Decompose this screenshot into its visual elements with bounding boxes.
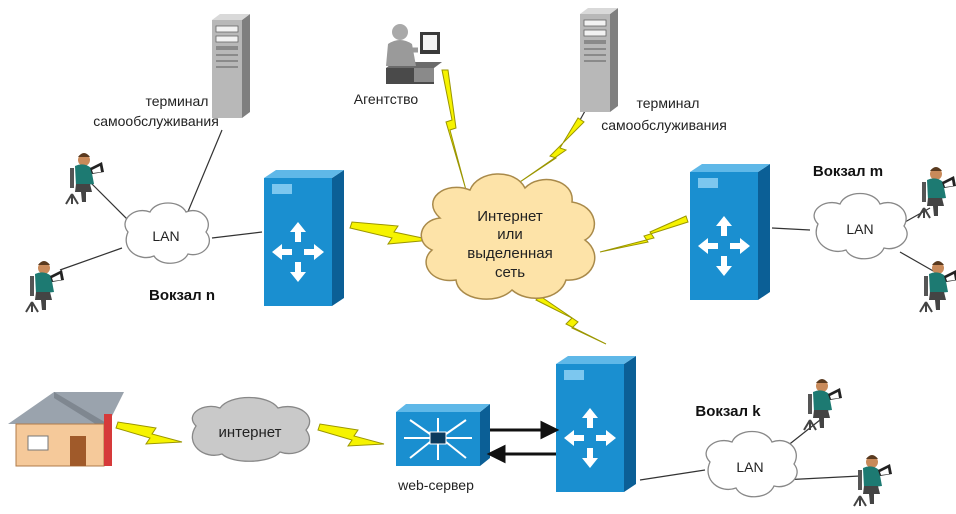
lan-cloud-m: LAN <box>813 192 908 260</box>
agency-label: Агентство <box>354 91 419 107</box>
lightning-icon <box>535 295 607 345</box>
station-n-label: Вокзал n <box>149 287 215 304</box>
user-icon <box>853 454 893 507</box>
web-server-label: web-сервер <box>397 477 474 493</box>
lan-cloud-n: LAN <box>124 202 211 264</box>
house-icon <box>8 392 124 467</box>
lightning-icon <box>441 69 467 191</box>
cloud-label-line4: сеть <box>495 264 525 281</box>
user-icon <box>65 152 105 205</box>
cloud-label-line2: или <box>497 226 523 243</box>
terminal-left-icon <box>211 13 251 119</box>
lan-k-label: LAN <box>736 459 763 475</box>
lightning-links <box>115 69 689 447</box>
terminal-right-label-line1: терминал <box>637 95 700 111</box>
cloud-label-line3: выделенная <box>467 245 552 262</box>
lightning-icon <box>349 221 433 245</box>
lan-m-label: LAN <box>846 221 873 237</box>
lightning-icon <box>317 423 385 447</box>
station-k-label: Вокзал k <box>695 403 761 420</box>
web-server-icon <box>396 404 490 466</box>
cloud-label-line1: Интернет <box>477 208 543 225</box>
user-icon <box>919 260 956 313</box>
terminal-left-label-line1: терминал <box>146 93 209 109</box>
lan-n-label: LAN <box>152 228 179 244</box>
lightning-icon <box>599 215 689 253</box>
lan-cloud-k: LAN <box>705 430 798 498</box>
terminal-right-label-line2: самообслуживания <box>601 117 727 133</box>
router-station-n-icon <box>264 170 344 306</box>
user-icon <box>803 378 843 431</box>
terminal-right-icon <box>579 7 619 113</box>
terminal-left-label-line2: самообслуживания <box>93 113 219 129</box>
data-flow-arrows <box>486 420 560 464</box>
agency-workstation-icon <box>386 24 442 84</box>
lightning-icon <box>115 421 183 445</box>
user-icon <box>25 260 65 313</box>
lightning-icon <box>513 117 585 187</box>
internet-cloud-small: интернет <box>191 396 311 462</box>
router-station-m-icon <box>690 164 770 300</box>
user-icon <box>917 166 956 219</box>
station-m-label: Вокзал m <box>813 163 883 180</box>
internet-cloud: Интернет или выделенная сеть <box>420 173 596 300</box>
router-station-k-icon <box>556 356 636 492</box>
internet-small-label: интернет <box>218 424 281 441</box>
